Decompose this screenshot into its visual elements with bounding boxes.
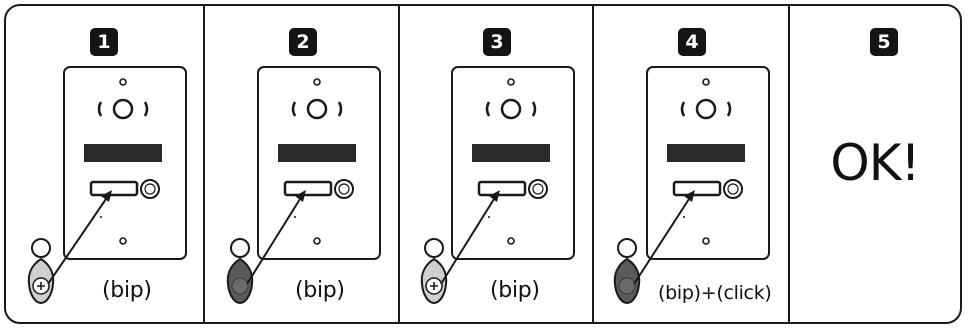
arrow-icon [47,190,112,285]
instruction-frame: 1 [4,4,962,324]
step-1-badge: 1 [90,28,118,56]
key-tag-icon [27,238,55,305]
panel-divider [203,6,205,322]
step-2-panel: 2 [205,6,398,322]
step-3-illustration [420,66,575,305]
step-3-badge: 3 [483,28,511,56]
arrow-icon [246,190,306,285]
step-2-badge: 2 [289,28,317,56]
step-1-caption: (bip) [102,278,152,303]
key-tag-icon [613,238,641,305]
panel-divider [592,6,594,322]
step-4-panel: 4 [594,6,788,322]
step-5-badge: 5 [870,28,898,56]
arrow-icon [440,190,500,285]
step-1-panel: 1 [6,6,203,322]
step-1-illustration [27,66,187,305]
step-4-badge: 4 [678,28,706,56]
step-4-illustration [613,66,770,305]
key-tag-icon [226,238,254,305]
intercom-panel-icon [646,66,770,260]
intercom-panel-icon [257,66,381,260]
intercom-panel-icon [63,66,187,260]
step-2-caption: (bip) [295,278,345,303]
step-2-illustration [226,66,381,305]
panel-divider [398,6,400,322]
panel-divider [788,6,790,322]
key-tag-icon [420,238,448,305]
step-3-panel: 3 [400,6,592,322]
step-3-caption: (bip) [490,278,540,303]
step-4-caption: (bip)+(click) [658,282,772,304]
arrow-icon [633,190,695,285]
result-text: OK! [830,134,920,192]
step-5-panel: 5 OK! [790,6,960,322]
intercom-panel-icon [451,66,575,260]
